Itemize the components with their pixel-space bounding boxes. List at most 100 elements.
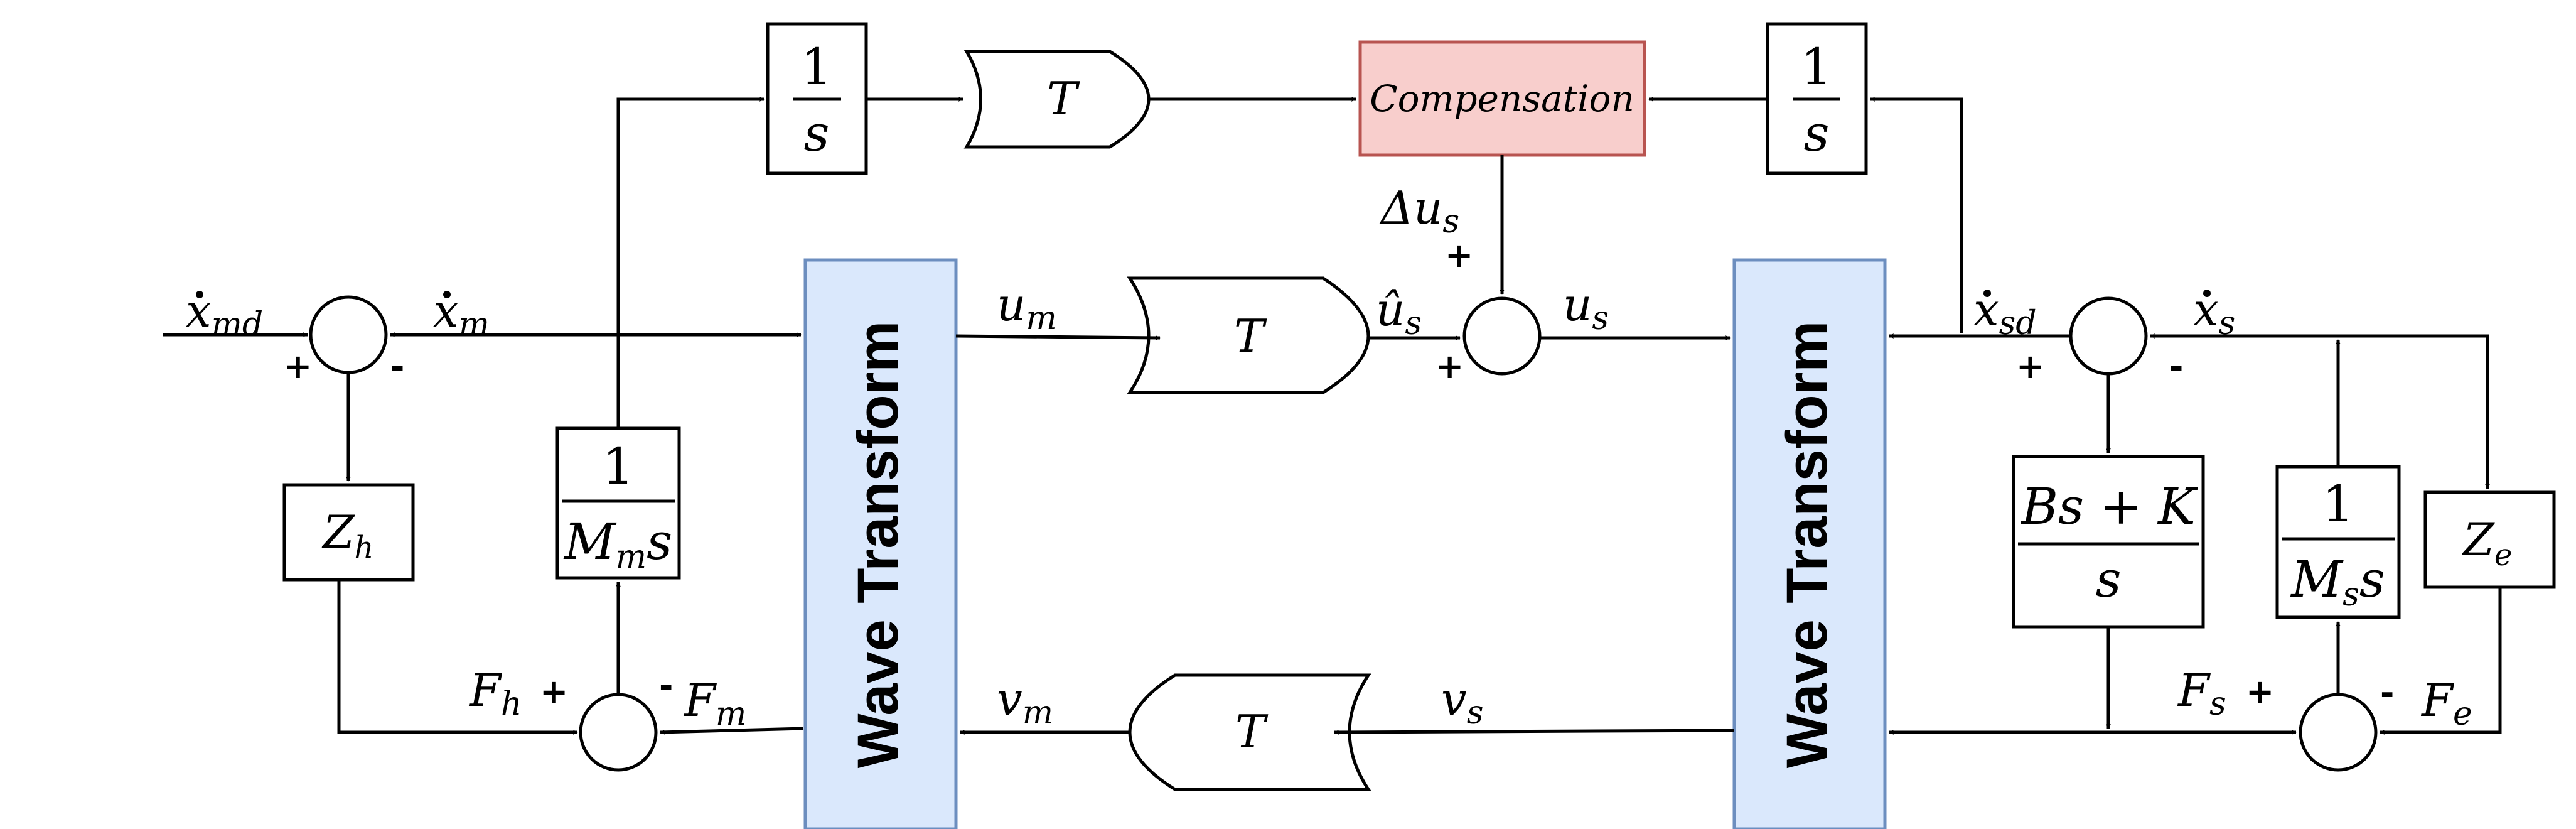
label-v-s-sub: s xyxy=(1467,694,1484,732)
sign-plus-master-force: + xyxy=(540,672,568,712)
svg-text:Fs: Fs xyxy=(2177,664,2226,723)
svg-text:us: us xyxy=(1563,278,1609,337)
sum-junction-slave-force xyxy=(2299,693,2378,772)
sum-junction-master-force xyxy=(579,693,658,772)
label-f-e-sub: e xyxy=(2453,695,2472,733)
label-u-s-main: u xyxy=(1563,278,1592,331)
ze-block: Ze xyxy=(2423,490,2556,589)
svg-text:vm: vm xyxy=(997,673,1053,732)
connectors xyxy=(163,97,2502,735)
label-u-m: um xyxy=(997,278,1057,337)
delay-back-label: T xyxy=(1235,705,1269,758)
label-f-m: Fm xyxy=(683,674,746,733)
label-x-sd: xsd xyxy=(1973,283,2037,342)
sum-junction-compensation xyxy=(1462,296,1542,376)
label-x-md-sub: md xyxy=(212,306,264,344)
pd-controller-denominator: s xyxy=(2095,550,2121,609)
signal-labels: xmd xm um ûs Δus us xsd xs vm xyxy=(186,182,2472,733)
sign-minus-slave-force: - xyxy=(2380,673,2394,713)
label-f-s-main: F xyxy=(2177,664,2211,717)
label-u-s-hat-main: û xyxy=(1376,283,1405,336)
label-u-s-hat: ûs xyxy=(1376,283,1422,342)
delay-block-top: T xyxy=(963,50,1151,149)
master-dynamics-den-sub: m xyxy=(616,538,647,576)
svg-text:um: um xyxy=(997,278,1057,337)
integrator-left-denominator: s xyxy=(803,104,829,163)
integrator-right-numerator: 1 xyxy=(1801,38,1833,96)
label-v-m-sub: m xyxy=(1022,694,1053,732)
integrator-left-numerator: 1 xyxy=(801,38,833,96)
sign-plus-master-velocity: + xyxy=(284,347,312,386)
label-f-h-sub: h xyxy=(501,685,522,723)
label-f-h: Fh xyxy=(468,664,522,723)
svg-text:Ze: Ze xyxy=(2462,513,2512,573)
sign-plus-slave-force: + xyxy=(2246,672,2274,712)
label-u-s-sub: s xyxy=(1592,300,1609,337)
sign-plus-slave-velocity: + xyxy=(2016,347,2044,386)
svg-text:Mms: Mms xyxy=(563,512,672,576)
label-u-m-main: u xyxy=(997,278,1026,331)
ze-subscript: e xyxy=(2494,538,2512,573)
pd-controller-numerator: Bs + K xyxy=(2020,477,2198,536)
delay-forward-label: T xyxy=(1234,310,1267,362)
svg-text:Fm: Fm xyxy=(683,674,746,733)
compensation-label: Compensation xyxy=(1370,77,1634,120)
wave-transform-right: Wave Transform xyxy=(1732,258,1887,829)
integrator-right-denominator: s xyxy=(1803,104,1829,163)
svg-text:vs: vs xyxy=(1441,673,1483,732)
sign-plus-compensation-top: + xyxy=(1445,236,1473,275)
svg-text:xs: xs xyxy=(2193,283,2235,342)
master-dynamics-numerator: 1 xyxy=(603,437,635,496)
wave-transform-right-label: Wave Transform xyxy=(1775,321,1839,768)
sign-plus-compensation-left: + xyxy=(1436,347,1464,386)
integrator-left-block: 1 s xyxy=(766,22,868,175)
master-dynamics-den-tail: s xyxy=(647,512,672,571)
svg-text:Fe: Fe xyxy=(2420,674,2472,733)
label-x-s: xs xyxy=(2193,283,2235,342)
compensation-block: Compensation xyxy=(1358,40,1646,157)
label-delta-u-s-sub: s xyxy=(1442,203,1459,241)
label-u-m-sub: m xyxy=(1026,300,1056,337)
svg-text:xmd: xmd xyxy=(186,284,263,344)
slave-dynamics-numerator: 1 xyxy=(2322,475,2354,533)
label-x-m-sub: m xyxy=(459,306,490,344)
label-x-m: xm xyxy=(433,284,490,344)
delay-top-label: T xyxy=(1047,72,1080,125)
slave-dynamics-den-sub: s xyxy=(2343,576,2359,614)
sum-junction-master-velocity xyxy=(309,295,388,374)
label-x-s-sub: s xyxy=(2219,305,2236,342)
slave-dynamics-den: M xyxy=(2290,550,2344,609)
label-delta-u-s: Δus xyxy=(1379,182,1459,241)
sum-junction-slave-velocity xyxy=(2069,296,2148,376)
integrator-right-block: 1 s xyxy=(1766,22,1868,175)
wave-transform-left-label: Wave Transform xyxy=(846,321,910,768)
label-u-s: us xyxy=(1563,278,1609,337)
label-f-m-sub: m xyxy=(716,695,746,733)
label-v-s-main: v xyxy=(1441,673,1467,725)
svg-text:Δus: Δus xyxy=(1379,182,1459,241)
label-delta-u-s-main: Δu xyxy=(1379,182,1442,234)
label-u-s-hat-sub: s xyxy=(1405,305,1422,342)
label-f-e-main: F xyxy=(2420,674,2455,727)
label-f-s-sub: s xyxy=(2209,685,2226,723)
label-x-sd-sub: sd xyxy=(1999,305,2037,342)
pd-controller-block: Bs + K s xyxy=(2012,455,2205,629)
sign-minus-slave-velocity: - xyxy=(2169,347,2183,386)
sign-minus-master-velocity: - xyxy=(390,347,404,386)
svg-text:xsd: xsd xyxy=(1973,283,2037,342)
delay-block-back: T xyxy=(1128,673,1371,791)
delay-block-forward: T xyxy=(1127,276,1370,394)
master-dynamics-block: 1 Mms xyxy=(555,426,681,580)
svg-text:Fh: Fh xyxy=(468,664,522,723)
slave-dynamics-den-tail: s xyxy=(2359,550,2385,609)
svg-text:Zh: Zh xyxy=(322,506,374,565)
label-f-h-main: F xyxy=(468,664,503,717)
svg-text:ûs: ûs xyxy=(1376,283,1422,342)
slave-dynamics-block: 1 Mss xyxy=(2275,465,2401,619)
label-f-m-main: F xyxy=(683,674,717,727)
ze-label: Z xyxy=(2462,513,2496,566)
label-f-e: Fe xyxy=(2420,674,2472,733)
zh-label: Z xyxy=(322,506,356,558)
svg-text:xm: xm xyxy=(433,284,490,344)
